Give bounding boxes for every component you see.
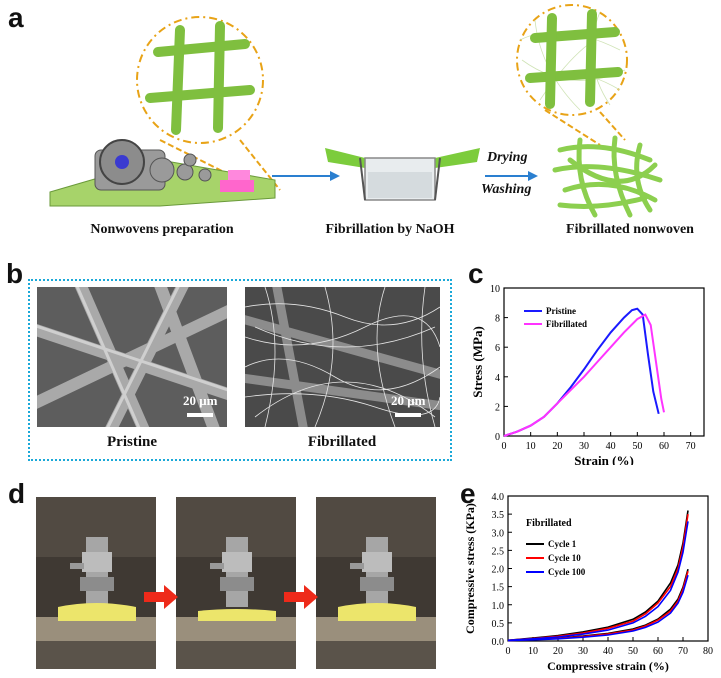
x-tick-label: 70 xyxy=(686,441,696,452)
y-axis-label: Stress (MPa) xyxy=(470,326,485,398)
naoh-bath-icon xyxy=(325,148,480,201)
x-tick-label: 20 xyxy=(552,441,562,452)
y-tick-label: 0.5 xyxy=(492,619,505,630)
arrow-label-drying: Drying xyxy=(487,150,528,165)
panel-letter-d: d xyxy=(8,478,26,509)
red-arrow-2 xyxy=(284,585,318,609)
photo-2 xyxy=(176,497,296,669)
y-tick-label: 2.0 xyxy=(492,565,505,576)
legend-label: Pristine xyxy=(546,306,576,316)
legend-label: Fibrillated xyxy=(546,319,587,329)
caption-fibrillated-nonwoven: Fibrillated nonwoven xyxy=(566,222,694,237)
x-tick-label: 0 xyxy=(506,646,511,657)
x-tick-label: 0 xyxy=(502,441,507,452)
legend-label: Cycle 100 xyxy=(548,567,586,577)
scale-bar-fibrillated xyxy=(395,413,421,417)
y-tick-label: 8 xyxy=(495,314,500,325)
x-tick-label: 70 xyxy=(678,646,688,657)
x-tick-label: 30 xyxy=(579,441,589,452)
caption-fibrillation-naoh: Fibrillation by NaOH xyxy=(325,222,455,237)
compression-photo-sequence xyxy=(36,497,456,669)
x-tick-label: 50 xyxy=(628,646,638,657)
x-tick-label: 60 xyxy=(653,646,663,657)
y-axis-label: Compressive stress (KPa) xyxy=(463,503,477,634)
x-tick-label: 50 xyxy=(632,441,642,452)
arrow-label-washing: Washing xyxy=(481,182,532,197)
chart-compression-cycles: 0 10 20 30 40 50 60 70 80 0.0 0.5 1.0 1.5 2.0 2.5 3.0 3.… xyxy=(463,492,713,673)
y-tick-label: 1.5 xyxy=(492,583,505,594)
y-tick-label: 0 xyxy=(495,432,500,443)
photo-3 xyxy=(316,497,436,669)
panel-letter-e: e xyxy=(460,478,476,509)
plot-frame xyxy=(503,287,705,437)
series-line-cycle-100 xyxy=(507,521,689,642)
fiber-grid-zoom-left xyxy=(136,16,281,196)
x-tick-label: 60 xyxy=(659,441,669,452)
x-axis-label: Strain (%) xyxy=(574,453,634,465)
y-tick-label: 10 xyxy=(490,284,500,295)
y-tick-label: 3.5 xyxy=(492,510,505,521)
sem-image-pristine: 20 μm xyxy=(37,287,227,427)
x-tick-label: 10 xyxy=(528,646,538,657)
panel-letter-a: a xyxy=(8,2,24,33)
x-tick-label: 40 xyxy=(603,646,613,657)
caption-nonwovens-preparation: Nonwovens preparation xyxy=(90,222,234,237)
x-tick-label: 20 xyxy=(553,646,563,657)
scale-label-pristine: 20 μm xyxy=(183,393,218,408)
x-tick-label: 80 xyxy=(703,646,713,657)
y-tick-label: 4.0 xyxy=(492,492,505,503)
series-unload-cycle-100 xyxy=(507,574,689,642)
legend-label: Cycle 10 xyxy=(548,553,581,563)
y-tick-label: 2 xyxy=(495,402,500,413)
photo-1 xyxy=(36,497,156,669)
y-tick-label: 1.0 xyxy=(492,601,505,612)
label-pristine: Pristine xyxy=(107,434,157,450)
arrow-1 xyxy=(272,171,340,181)
red-arrow-1 xyxy=(144,585,178,609)
scale-label-fibrillated: 20 μm xyxy=(391,393,426,408)
legend-label: Cycle 1 xyxy=(548,539,577,549)
label-fibrillated: Fibrillated xyxy=(307,434,377,450)
fibrillated-grid-zoom-right xyxy=(516,4,628,146)
x-tick-label: 40 xyxy=(606,441,616,452)
chart-title: Fibrillated xyxy=(526,518,572,529)
sem-frame xyxy=(28,279,452,461)
x-tick-label: 10 xyxy=(526,441,536,452)
y-tick-label: 2.5 xyxy=(492,546,505,557)
arrow-2 xyxy=(485,171,538,181)
y-tick-label: 6 xyxy=(495,343,500,354)
x-axis-label: Compressive strain (%) xyxy=(547,659,669,673)
y-tick-label: 4 xyxy=(495,373,500,384)
y-tick-label: 3.0 xyxy=(492,528,505,539)
schematic-a xyxy=(49,4,663,218)
nonwoven-machine-icon xyxy=(49,139,276,207)
series-line-fibrillated xyxy=(503,313,665,437)
panel-letter-c: c xyxy=(468,258,484,289)
x-tick-label: 30 xyxy=(578,646,588,657)
scale-bar-pristine xyxy=(187,413,213,417)
panel-letter-b: b xyxy=(6,258,24,289)
fibrillated-nonwoven-icon xyxy=(552,135,663,218)
y-tick-label: 0.0 xyxy=(492,637,505,648)
sem-image-fibrillated: 20 μm xyxy=(245,287,440,427)
series-line-cycle-10 xyxy=(507,513,689,642)
